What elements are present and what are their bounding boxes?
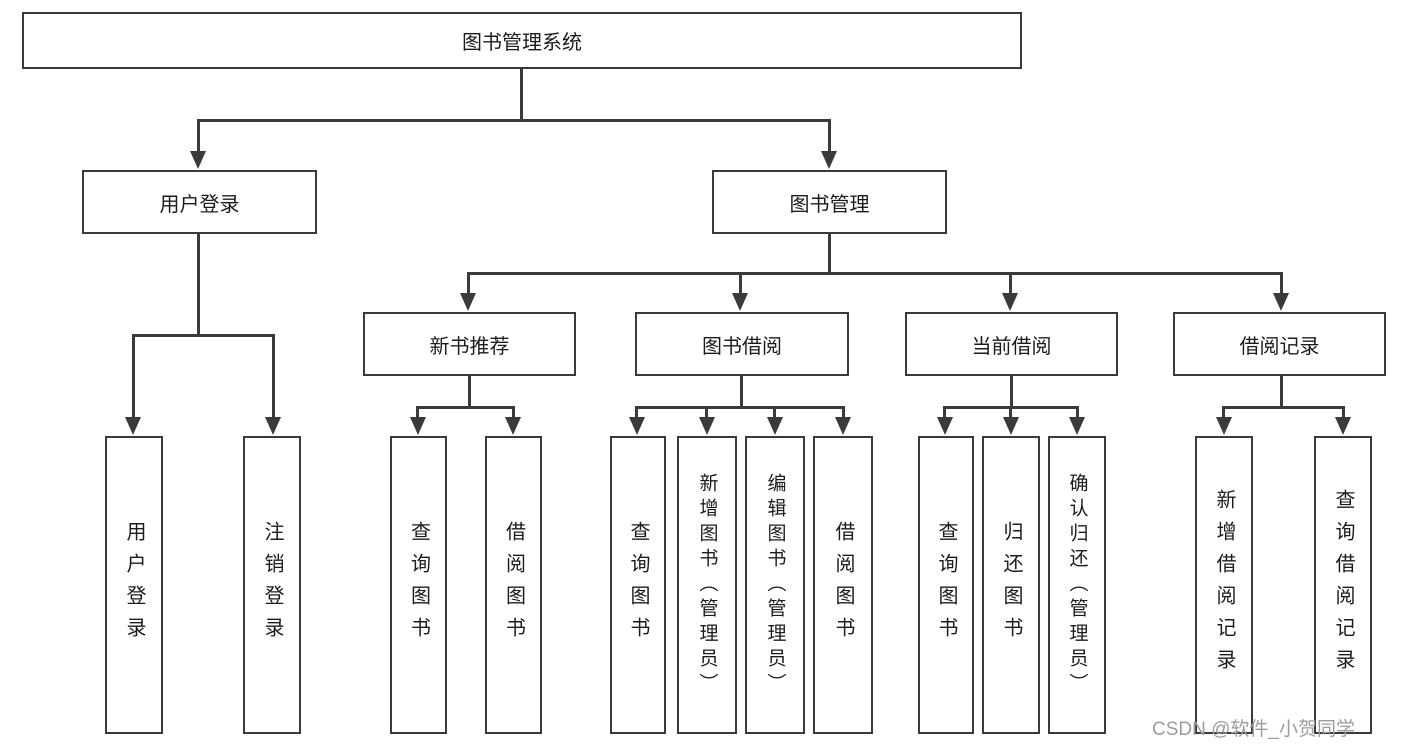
connector-line [197, 234, 200, 336]
connector-line [512, 406, 515, 420]
node-new-book-recommendation: 新书推荐 [363, 312, 576, 376]
connector-line [1076, 406, 1079, 420]
csdn-watermark: CSDN @软件_小贺同学 [1152, 719, 1355, 740]
arrow-down-icon [460, 293, 476, 311]
leaf-label: 借阅图书 [502, 521, 525, 649]
connector-line [828, 234, 831, 274]
arrow-down-icon [190, 151, 206, 169]
node-borrowing-records: 借阅记录 [1173, 312, 1386, 376]
arrow-down-icon [1002, 293, 1018, 311]
arrow-down-icon [265, 417, 281, 435]
node-label: 借阅记录 [1239, 335, 1320, 358]
leaf-label: 查询图书 [627, 521, 649, 649]
arrow-down-icon [125, 417, 141, 435]
leaf-return-books: 归还图书 [982, 436, 1040, 734]
leaf-label: 编辑图书（管理员） [764, 472, 786, 698]
node-book-management: 图书管理 [712, 170, 947, 234]
connector-line [132, 334, 135, 419]
leaf-label: 查询借阅记录 [1332, 489, 1354, 681]
node-label: 图书管理系统 [462, 32, 582, 54]
connector-line [635, 406, 845, 409]
connector-line [197, 119, 831, 122]
connector-line [705, 406, 708, 420]
connector-line [1342, 406, 1345, 420]
node-label: 用户登录 [159, 193, 240, 216]
node-label: 新书推荐 [429, 335, 510, 358]
connector-line [635, 406, 638, 420]
leaf-label: 归还图书 [1000, 521, 1022, 649]
arrow-down-icon [732, 293, 748, 311]
leaf-label: 借阅图书 [832, 521, 854, 649]
node-label: 图书管理 [789, 193, 870, 216]
connector-line [467, 272, 470, 295]
connector-line [520, 69, 523, 120]
connector-line [132, 334, 275, 337]
leaf-label: 查询图书 [935, 521, 957, 649]
connector-line [1010, 376, 1013, 408]
leaf-label: 新增借阅记录 [1213, 489, 1235, 681]
leaf-search-borrow-record: 查询借阅记录 [1314, 436, 1372, 734]
connector-line [468, 376, 471, 408]
leaf-confirm-return-admin: 确认归还（管理员） [1048, 436, 1106, 734]
arrow-down-icon [699, 417, 715, 435]
arrow-down-icon [1273, 293, 1289, 311]
connector-line [1009, 272, 1012, 295]
leaf-label: 新增图书（管理员） [696, 472, 718, 698]
connector-line [828, 119, 831, 153]
node-current-borrowing: 当前借阅 [905, 312, 1118, 376]
node-library-management-system: 图书管理系统 [22, 12, 1022, 69]
arrow-down-icon [835, 417, 851, 435]
leaf-edit-books-admin: 编辑图书（管理员） [745, 436, 805, 734]
leaf-label: 用户登录 [123, 521, 145, 649]
leaf-borrow-books: 借阅图书 [813, 436, 873, 734]
connector-line [416, 406, 419, 420]
leaf-user-login: 用户登录 [105, 436, 163, 734]
connector-line [773, 406, 776, 420]
node-user-login: 用户登录 [82, 170, 317, 234]
arrow-down-icon [1216, 417, 1232, 435]
leaf-borrow-books-recommend: 借阅图书 [485, 436, 542, 734]
node-label: 图书借阅 [702, 335, 782, 358]
connector-line [1222, 406, 1225, 420]
arrow-down-icon [505, 417, 521, 435]
arrow-down-icon [1335, 417, 1351, 435]
node-label: 当前借阅 [971, 335, 1052, 358]
arrow-down-icon [1003, 417, 1019, 435]
connector-line [1222, 406, 1345, 409]
connector-line [197, 119, 200, 153]
leaf-search-books-borrowing: 查询图书 [610, 436, 666, 734]
connector-line [272, 334, 275, 419]
leaf-add-books-admin: 新增图书（管理员） [677, 436, 737, 734]
connector-line [1280, 376, 1283, 408]
connector-line [943, 406, 946, 420]
connector-line [740, 376, 743, 408]
arrow-down-icon [410, 417, 426, 435]
leaf-add-borrow-record: 新增借阅记录 [1195, 436, 1253, 734]
leaf-label: 注销登录 [261, 521, 283, 649]
connector-line [416, 406, 515, 409]
arrow-down-icon [767, 417, 783, 435]
arrow-down-icon [821, 151, 837, 169]
connector-line [842, 406, 845, 420]
connector-line [739, 272, 742, 295]
arrow-down-icon [1069, 417, 1085, 435]
arrow-down-icon [629, 417, 645, 435]
arrow-down-icon [937, 417, 953, 435]
leaf-label: 查询图书 [407, 521, 430, 649]
leaf-search-books-recommend: 查询图书 [390, 436, 447, 734]
leaf-logout: 注销登录 [243, 436, 301, 734]
node-book-borrowing: 图书借阅 [635, 312, 849, 376]
connector-line [1280, 272, 1283, 295]
connector-line [467, 272, 1283, 275]
leaf-search-books-current: 查询图书 [918, 436, 974, 734]
leaf-label: 确认归还（管理员） [1066, 472, 1088, 698]
connector-line [1009, 406, 1012, 420]
